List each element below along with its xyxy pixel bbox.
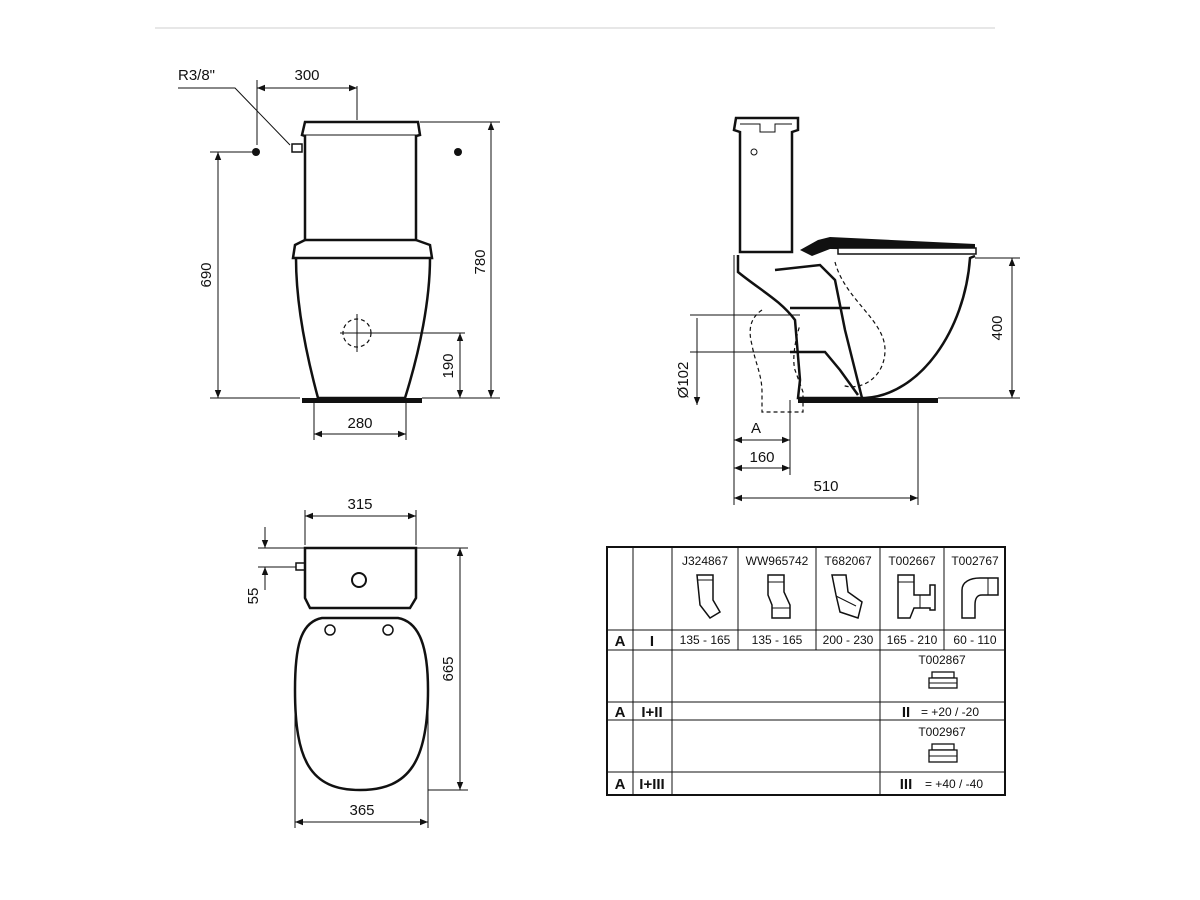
dim-tank-width: 315: [347, 496, 372, 513]
product-code-1: J324867: [682, 554, 728, 568]
row3-formula-roman: III: [900, 776, 913, 793]
dim-outlet-height: 190: [440, 353, 457, 378]
top-cistern: [303, 546, 418, 610]
connector-icon-4: [897, 574, 936, 619]
connector-icon-2: [767, 574, 791, 619]
front-base: [302, 398, 422, 403]
front-bowl: [294, 257, 432, 400]
row1-range-4: 165 - 210: [887, 633, 938, 647]
row1-a: A: [615, 633, 626, 650]
dim-bowl-width: 365: [349, 802, 374, 819]
product-code-2: WW965742: [746, 554, 809, 568]
dim-depth: 510: [813, 478, 838, 495]
row2-formula-roman: II: [902, 704, 910, 721]
front-view: R3/8" 300 690 780 190 280: [178, 67, 500, 440]
connector-icon-1: [696, 574, 722, 619]
extension-icon-1: [928, 671, 958, 689]
row3-extension-code: T002967: [918, 725, 966, 739]
row1-roman: I: [650, 633, 654, 650]
row1-range-5: 60 - 110: [953, 633, 996, 647]
row1-range-2: 135 - 165: [752, 633, 803, 647]
dim-total-height: 780: [472, 249, 489, 274]
row2-a: A: [615, 704, 626, 721]
row2-formula-value: = +20 / -20: [921, 705, 979, 719]
dim-outlet-diameter: Ø102: [675, 362, 692, 399]
side-seat: [800, 237, 975, 256]
dim-outlet-distance: 160: [749, 449, 774, 466]
connector-icon-5: [961, 577, 999, 619]
row3-a: A: [615, 776, 626, 793]
row3-roman: I+III: [639, 776, 664, 793]
connector-icon-3: [831, 574, 863, 619]
dim-inlet-offset: 300: [294, 67, 319, 84]
product-code-5: T002767: [951, 554, 999, 568]
front-tank: [300, 120, 422, 242]
side-bowl: [736, 254, 976, 400]
product-code-3: T682067: [824, 554, 872, 568]
extension-icon-2: [928, 743, 958, 763]
water-point-right: [454, 148, 462, 156]
top-view: 315 55 665 365: [245, 496, 468, 828]
inlet-label: R3/8": [178, 67, 215, 84]
row1-range-3: 200 - 230: [823, 633, 874, 647]
dim-seat-height: 400: [989, 315, 1006, 340]
dim-a-label: A: [751, 420, 761, 437]
dim-length: 665: [440, 656, 457, 681]
row2-extension-code: T002867: [918, 653, 966, 667]
row1-range-1: 135 - 165: [680, 633, 731, 647]
dim-base-width: 280: [347, 415, 372, 432]
product-code-4: T002667: [888, 554, 936, 568]
side-view: 400 Ø102 A 160 510: [675, 116, 1020, 505]
connector-table: J324867 WW965742 T682067 T002667 T002767: [606, 546, 1006, 796]
dim-height-inlet: 690: [198, 262, 215, 287]
row2-roman: I+II: [641, 704, 662, 721]
side-cistern: [732, 116, 800, 254]
top-bowl: [293, 616, 430, 792]
row3-formula-value: = +40 / -40: [925, 777, 983, 791]
dim-inlet-from-top: 55: [245, 588, 262, 605]
